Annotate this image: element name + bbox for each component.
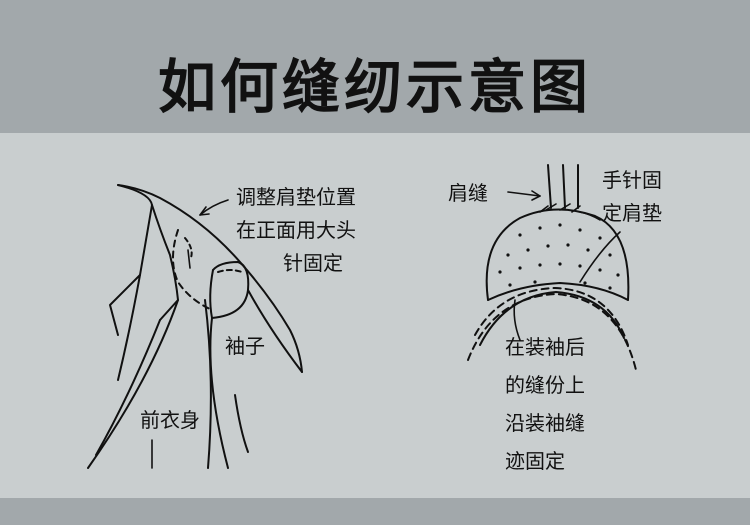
pad-dots <box>498 223 620 290</box>
sleeve-label: 袖子 <box>225 334 265 358</box>
sleeve-seam-note-3: 沿装袖缝 <box>505 411 585 435</box>
hand-stitch-line-1: 手针固 <box>602 168 662 192</box>
shoulder-seam-arrow <box>531 190 541 201</box>
hand-stitch-line-2: 定肩垫 <box>602 201 662 225</box>
left-leader-arrow <box>199 206 210 216</box>
note-line-3: 针固定 <box>283 251 343 275</box>
diagram-panel <box>0 133 750 498</box>
jacket-front-drawing <box>87 184 303 469</box>
shoulder-seam-label: 肩缝 <box>448 181 488 205</box>
front-body-label: 前衣身 <box>140 408 200 432</box>
footer-bar <box>0 498 750 525</box>
sleeve-seam-note-1: 在装袖后 <box>505 335 585 359</box>
note-line-2: 在正面用大头 <box>236 218 356 242</box>
sleeve-seam-note-4: 迹固定 <box>505 449 565 473</box>
title-banner <box>0 0 750 133</box>
note-line-1: 调整肩垫位置 <box>236 185 356 209</box>
shoulder-pad-drawing <box>467 164 637 371</box>
sleeve-seam-note-2: 的缝份上 <box>505 373 585 397</box>
page-title: 如何缝纫示意图 <box>157 53 592 121</box>
